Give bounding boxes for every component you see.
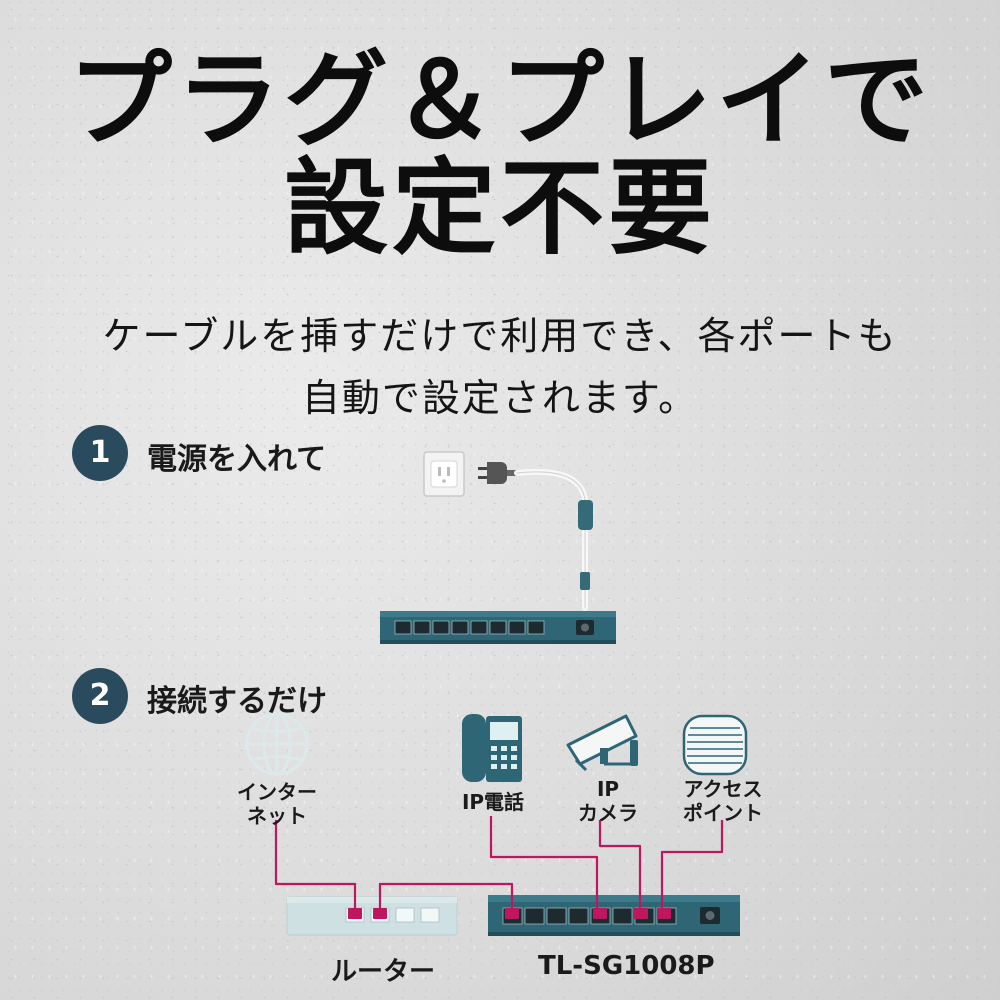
step-1-label: 電源を入れて bbox=[147, 442, 327, 477]
ip-camera-label-line-1: IP bbox=[596, 777, 620, 801]
ferrite-core bbox=[578, 500, 593, 530]
access-point-icon bbox=[682, 714, 748, 776]
ip-camera-label: IP カメラ bbox=[560, 777, 656, 825]
access-point-label-line-1: アクセス bbox=[683, 777, 763, 801]
lead-text-line-1: ケーブルを挿すだけで利用でき、各ポートも bbox=[102, 314, 898, 358]
access-point-label: アクセス ポイント bbox=[668, 777, 778, 825]
ip-phone-label-line-1: IP電話 bbox=[461, 790, 525, 814]
internet-label-line-1: インター bbox=[237, 780, 317, 804]
globe-icon bbox=[245, 712, 309, 776]
step-2-number: 2 bbox=[72, 668, 128, 724]
ip-phone-label: IP電話 bbox=[441, 790, 545, 814]
dc-connector bbox=[580, 572, 590, 590]
switch-top bbox=[380, 611, 616, 644]
cable-plugs bbox=[348, 908, 671, 919]
headline-line-2: 設定不要 bbox=[283, 147, 716, 269]
router-label: ルーター bbox=[331, 957, 436, 987]
security-camera-icon bbox=[566, 714, 638, 772]
switch-tl-sg1008p bbox=[488, 895, 740, 936]
router-device bbox=[286, 896, 458, 936]
access-point-label-line-2: ポイント bbox=[683, 801, 763, 825]
power-cable bbox=[514, 468, 589, 611]
lead-text-line-2: 自動で設定されます。 bbox=[301, 376, 699, 420]
switch-model-label: TL-SG1008P bbox=[538, 951, 715, 981]
headline-line-1: プラグ＆プレイで bbox=[67, 39, 932, 161]
ip-camera-label-line-2: カメラ bbox=[578, 801, 638, 825]
step-2-label: 接続するだけ bbox=[147, 684, 327, 719]
internet-label: インター ネット bbox=[227, 780, 327, 828]
ip-phone-icon bbox=[462, 714, 522, 782]
internet-label-line-2: ネット bbox=[247, 804, 307, 828]
power-plug-icon bbox=[478, 462, 517, 484]
power-outlet-icon bbox=[423, 451, 465, 497]
step-1-number: 1 bbox=[72, 425, 128, 481]
network-cables bbox=[274, 816, 724, 910]
